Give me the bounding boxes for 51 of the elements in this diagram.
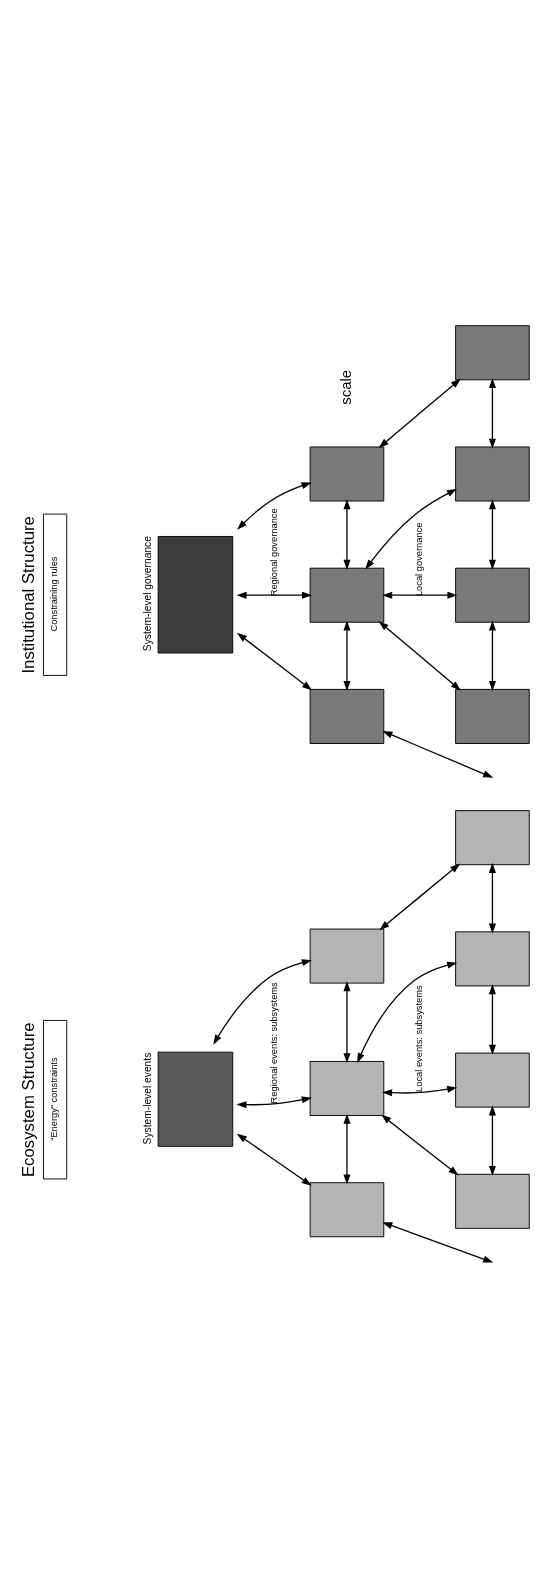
node-box [455, 1052, 530, 1108]
node-box [455, 324, 530, 380]
node-box [455, 688, 530, 744]
arrow [488, 983, 496, 1055]
node-label: Institutional Structure [18, 515, 38, 674]
node-box [309, 928, 385, 984]
arrow [382, 730, 494, 778]
node-box [455, 809, 530, 865]
node-box [309, 446, 385, 501]
arrow [236, 632, 313, 690]
arrow [236, 1133, 312, 1186]
node-box [309, 1181, 385, 1237]
edge-label: Local events: subsystems [414, 984, 425, 1092]
arrow [213, 958, 312, 1045]
arrow [382, 591, 458, 599]
arrow [488, 377, 496, 449]
node-box [309, 688, 385, 744]
node-box [309, 567, 385, 623]
arrow [343, 1113, 351, 1184]
node-label: System-level governance [142, 535, 154, 651]
node-box [455, 446, 530, 501]
arrow [357, 961, 458, 1063]
edge-label: Regional events: subsystems [268, 981, 279, 1103]
arrow [236, 591, 313, 599]
node-box [455, 567, 530, 623]
arrow [378, 620, 461, 691]
node-box: “Energy” constraints [42, 1019, 68, 1179]
node-label: System-level events [142, 1052, 154, 1144]
node-box [455, 1173, 530, 1229]
arrow [237, 481, 312, 530]
arrow [382, 1221, 494, 1263]
node-box [455, 930, 530, 986]
arrow [343, 498, 351, 570]
edge-label: Regional governance [268, 507, 279, 596]
arrow [381, 1114, 459, 1175]
edge-label: Local governance [414, 522, 425, 596]
node-box [309, 1060, 385, 1116]
arrow [343, 619, 351, 691]
label: scale [337, 369, 354, 405]
arrow [379, 862, 461, 930]
arrow [488, 619, 496, 691]
node-label: Ecosystem Structure [18, 1021, 38, 1177]
arrow [381, 1085, 458, 1096]
arrow [488, 1104, 496, 1176]
arrow [365, 488, 457, 570]
arrow [488, 498, 496, 570]
arrow [343, 980, 351, 1063]
arrow [488, 862, 496, 934]
node-box: Constraining rules [42, 513, 68, 676]
arrow [236, 1095, 312, 1108]
arrow [378, 378, 461, 448]
